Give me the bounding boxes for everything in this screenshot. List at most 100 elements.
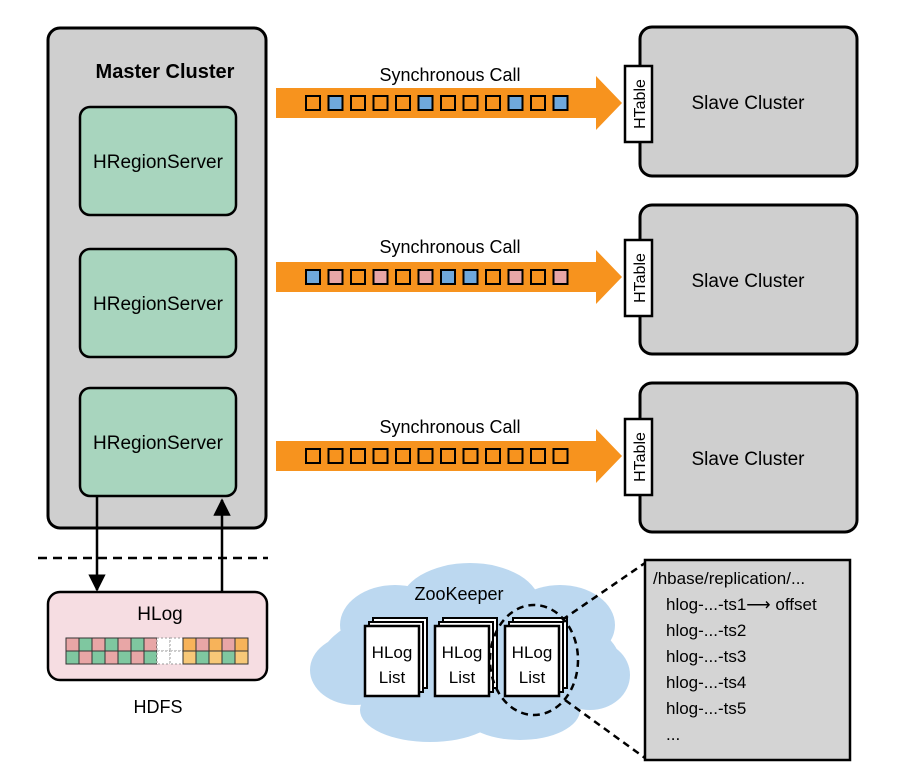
message-square	[305, 448, 321, 464]
hlog-cell	[117, 650, 132, 665]
message-square	[372, 448, 389, 464]
hlog-list-line1: HLog	[512, 643, 553, 662]
region-server-1: HRegionServer	[78, 105, 238, 217]
message-square	[417, 95, 434, 111]
hlog-cell	[234, 650, 249, 665]
replication-entry: ...	[666, 725, 680, 744]
message-square	[327, 448, 344, 464]
htable-label: HTable	[632, 79, 649, 129]
hlog-cell	[221, 637, 236, 652]
message-square	[462, 448, 479, 464]
hlog-list-line2: List	[519, 668, 546, 687]
hlog-cell	[104, 637, 119, 652]
sync-call-label: Synchronous Call	[379, 417, 520, 437]
replication-entry: hlog-...-ts5	[666, 699, 746, 718]
message-square	[372, 95, 389, 111]
hlog-entries	[65, 637, 249, 665]
hlog-cell	[91, 637, 106, 652]
region-server-label: HRegionServer	[93, 433, 224, 454]
hlog-list-1: HLog List	[363, 617, 428, 698]
hlog-cell	[91, 650, 106, 665]
message-square	[530, 269, 546, 285]
htable-tab-2: HTable	[623, 238, 654, 318]
message-square	[395, 448, 411, 464]
message-square	[395, 269, 411, 285]
callout-line-bottom	[564, 698, 646, 760]
hlog-list-3: HLog List	[503, 617, 568, 698]
callout-line-top	[561, 561, 646, 622]
replication-entry: hlog-...-ts4	[666, 673, 746, 692]
slave-cluster-label: Slave Cluster	[692, 93, 806, 114]
master-cluster-title: Master Cluster	[96, 61, 235, 83]
sync-call-label: Synchronous Call	[379, 237, 520, 257]
hlog-list-2: HLog List	[433, 617, 498, 698]
hlog-cell	[156, 637, 171, 652]
hlog-cell	[143, 637, 158, 652]
message-square	[372, 269, 389, 285]
region-server-label: HRegionServer	[93, 152, 224, 173]
hlog-list-line2: List	[449, 668, 476, 687]
hlog-cell	[143, 650, 158, 665]
replication-path-box: /hbase/replication/... hlog-...-ts1⟶ off…	[643, 558, 852, 762]
hlog-box: HLog	[46, 590, 269, 682]
hlog-list-line2: List	[379, 668, 406, 687]
message-square	[440, 95, 456, 111]
hlog-cell	[130, 650, 145, 665]
message-square	[305, 95, 321, 111]
message-square	[552, 269, 569, 285]
message-square	[485, 448, 501, 464]
slave-cluster-1: Slave Cluster	[638, 25, 859, 178]
message-square	[417, 448, 434, 464]
hdfs-caption: HDFS	[134, 697, 183, 717]
message-square	[327, 269, 344, 285]
message-square	[350, 448, 366, 464]
hlog-list-line1: HLog	[442, 643, 483, 662]
hlog-cell	[130, 637, 145, 652]
message-square	[507, 95, 524, 111]
message-square	[440, 448, 456, 464]
slave-cluster-2: Slave Cluster	[638, 203, 859, 356]
zookeeper-title: ZooKeeper	[414, 584, 503, 604]
message-square	[327, 95, 344, 111]
message-square	[485, 95, 501, 111]
hlog-cell	[195, 637, 210, 652]
htable-tab-3: HTable	[623, 417, 654, 497]
slave-cluster-label: Slave Cluster	[692, 271, 806, 292]
replication-entry: hlog-...-ts2	[666, 621, 746, 640]
message-square	[350, 95, 366, 111]
message-square	[462, 269, 479, 285]
message-square	[350, 269, 366, 285]
message-square	[417, 269, 434, 285]
sync-call-label: Synchronous Call	[379, 65, 520, 85]
hlog-cell	[182, 650, 197, 665]
slave-cluster-3: Slave Cluster	[638, 381, 859, 534]
hlog-title: HLog	[137, 604, 182, 625]
hlog-cell	[182, 637, 197, 652]
replication-entry: hlog-...-ts3	[666, 647, 746, 666]
message-square	[440, 269, 456, 285]
message-square	[305, 269, 321, 285]
slave-cluster-label: Slave Cluster	[692, 449, 806, 470]
sync-call-1: Synchronous Call	[276, 65, 622, 130]
hlog-cell	[169, 637, 184, 652]
message-square	[530, 448, 546, 464]
hlog-cell	[78, 637, 93, 652]
highlight-ellipse	[488, 603, 580, 717]
sync-call-3: Synchronous Call	[276, 417, 622, 483]
message-square	[530, 95, 546, 111]
hlog-cell	[65, 637, 80, 652]
htable-tab-1: HTable	[623, 64, 654, 144]
message-square	[507, 269, 524, 285]
hlog-cell	[169, 650, 184, 665]
hlog-cell	[195, 650, 210, 665]
hlog-cell	[156, 650, 171, 665]
message-square	[462, 95, 479, 111]
hlog-cell	[78, 650, 93, 665]
sync-call-2: Synchronous Call	[276, 237, 622, 304]
region-server-3: HRegionServer	[78, 386, 238, 498]
hlog-cell	[221, 650, 236, 665]
region-server-label: HRegionServer	[93, 294, 224, 315]
hlog-cell	[208, 637, 223, 652]
message-square	[485, 269, 501, 285]
